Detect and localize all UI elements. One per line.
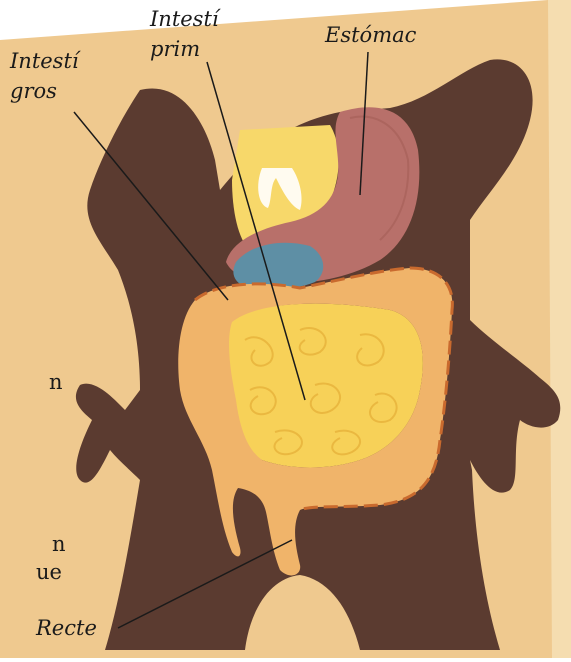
cropped-text-fragment: n: [52, 532, 66, 556]
label-small-intestine-line2: prim: [150, 36, 200, 62]
label-rectum: Recte: [36, 615, 97, 641]
label-small-intestine-line1: Intestí: [150, 6, 219, 32]
cropped-text-fragment: n: [49, 370, 63, 394]
label-large-intestine-line1: Intestí: [10, 48, 79, 74]
label-large-intestine-line2: gros: [10, 78, 57, 104]
cropped-text-fragment: ue: [36, 560, 62, 584]
label-stomach: Estómac: [325, 22, 416, 48]
